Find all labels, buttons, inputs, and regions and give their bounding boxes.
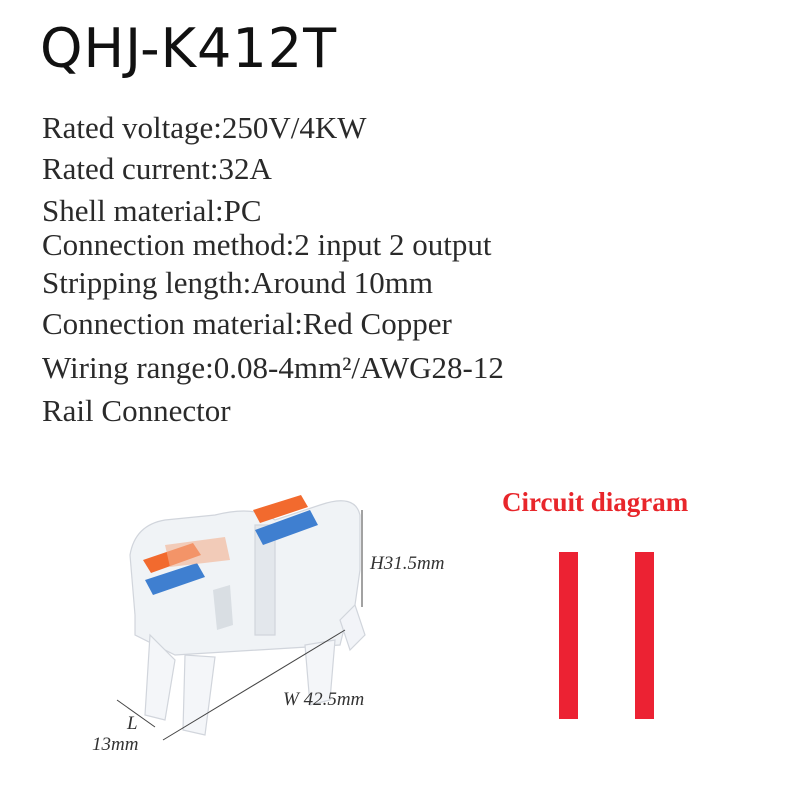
connector-product-image xyxy=(116,495,366,741)
length-dimension-value: 13mm xyxy=(92,734,139,755)
spec-shell-material: Shell material:PC xyxy=(42,193,262,228)
circuit-line-1 xyxy=(559,552,578,719)
spec-connection-material: Connection material:Red Copper xyxy=(42,306,452,341)
spec-rated-voltage: Rated voltage:250V/4KW xyxy=(42,110,367,145)
spec-wiring-range: Wiring range:0.08-4mm²/AWG28-12 xyxy=(42,350,504,385)
blue-lever-1 xyxy=(145,563,205,595)
blue-lever-2 xyxy=(255,510,318,545)
spec-stripping-length: Stripping length:Around 10mm xyxy=(42,265,433,300)
spec-connection-method: Connection method:2 input 2 output xyxy=(42,227,492,262)
spec-rail-connector: Rail Connector xyxy=(42,393,231,428)
spec-rated-current: Rated current:32A xyxy=(42,151,272,186)
product-title: QHJ-K412T xyxy=(40,17,338,80)
height-dimension-label: H31.5mm xyxy=(370,553,445,574)
width-dimension-label: W 42.5mm xyxy=(283,689,365,710)
circuit-line-2 xyxy=(635,552,654,719)
length-dimension-letter: L xyxy=(127,713,138,734)
orange-lever-2 xyxy=(253,495,308,523)
circuit-diagram-title: Circuit diagram xyxy=(502,487,689,517)
